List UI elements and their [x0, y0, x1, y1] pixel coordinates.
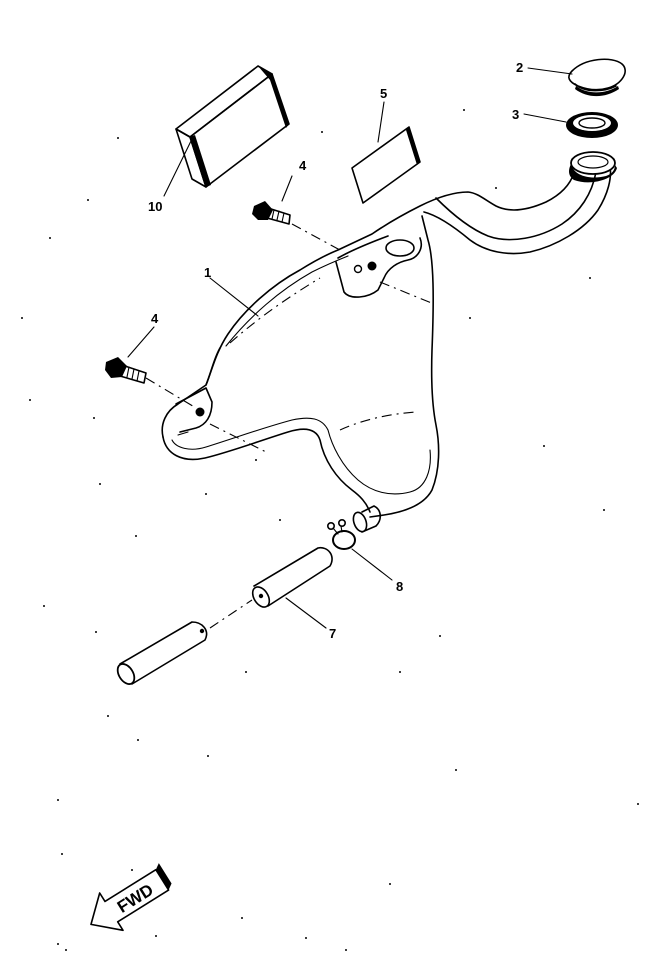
callout-4-lower: 4 [151, 311, 159, 326]
callout-3: 3 [512, 107, 519, 122]
callout-8: 8 [396, 579, 403, 594]
part-5-label: 5 [351, 86, 421, 204]
callout-2: 2 [516, 60, 523, 75]
part-10-pad: 10 [148, 65, 290, 214]
scan-specks [21, 109, 639, 951]
part-4-bolt-upper: 4 [252, 158, 307, 225]
callout-7: 7 [329, 626, 336, 641]
part-4-bolt-lower: 4 [105, 311, 159, 384]
callout-5: 5 [380, 86, 387, 101]
callout-4-upper: 4 [299, 158, 307, 173]
callout-10: 10 [148, 199, 162, 214]
part-7-hose: 7 [116, 546, 336, 685]
part-8-clip: 8 [326, 518, 403, 594]
fwd-arrow-icon: FWD [90, 863, 172, 932]
part-2-cap: 2 [516, 58, 626, 97]
part-3-gasket: 3 [512, 107, 618, 138]
callout-1: 1 [204, 265, 211, 280]
part-1-tank: 1 [145, 151, 617, 533]
